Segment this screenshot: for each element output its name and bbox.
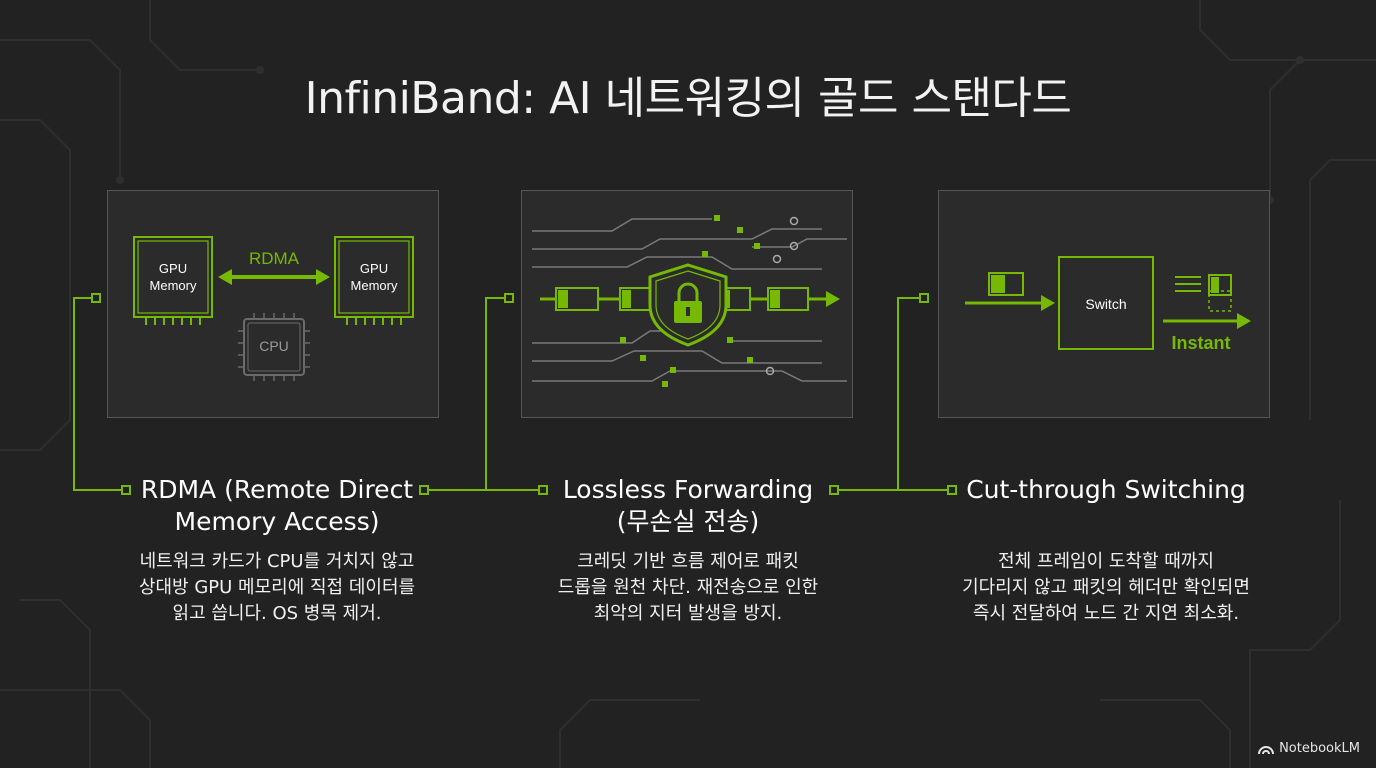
desc-line: 크레딧 기반 흐름 제어로 패킷: [577, 551, 799, 572]
notebooklm-watermark: NotebookLM: [1258, 741, 1360, 756]
feature-desc-cut-through: 전체 프레임이 도착할 때까지 기다리지 않고 패킷의 헤더만 확인되면 즉시 …: [916, 549, 1296, 627]
feature-desc-lossless: 크레딧 기반 흐름 제어로 패킷 드롭을 원천 차단. 재전송으로 인한 최악의…: [498, 549, 878, 627]
packet-icon: [767, 287, 809, 311]
brand-name: NotebookLM: [1279, 741, 1360, 756]
desc-line: 드롭을 원천 차단. 재전송으로 인한: [557, 577, 819, 598]
gpu-memory-left-chip: GPU Memory: [133, 236, 213, 325]
rdma-arrow-label: RDMA: [249, 249, 300, 268]
page-title: InfiniBand: AI 네트워킹의 골드 스탠다드: [304, 73, 1072, 124]
feature-title-line: Memory Access): [174, 507, 380, 536]
feature-title-lossless: Lossless Forwarding (무손실 전송): [478, 474, 898, 538]
notebooklm-logo-icon: [1258, 745, 1275, 754]
feature-title-cut-through: Cut-through Switching: [896, 474, 1316, 506]
switch-label: Switch: [1085, 296, 1126, 312]
switch-box: Switch: [1058, 256, 1154, 350]
circuit-traces: [532, 218, 847, 382]
desc-line: 네트워크 카드가 CPU를 거치지 않고: [139, 551, 415, 572]
shield-lock-icon: [648, 263, 728, 347]
desc-line: 최악의 지터 발생을 방지.: [593, 603, 783, 624]
desc-line: 상대방 GPU 메모리에 직접 데이터를: [138, 577, 416, 598]
feature-title-line: Cut-through Switching: [966, 475, 1246, 504]
gpu-right-line2: Memory: [351, 278, 398, 293]
gpu-memory-right-chip: GPU Memory: [334, 236, 414, 325]
rdma-double-arrow-icon: [218, 269, 330, 285]
rdma-diagram-panel: GPU Memory GPU Memory RDMA: [107, 190, 439, 418]
lossless-diagram-panel: [521, 190, 853, 418]
desc-line: 읽고 씁니다. OS 병목 제거.: [172, 603, 382, 624]
circuit-nodes: [620, 215, 760, 387]
gpu-left-line2: Memory: [150, 278, 197, 293]
cpu-chip-icon: CPU: [238, 313, 310, 381]
feature-title-line: (무손실 전송): [616, 507, 760, 536]
packet-icon: [555, 287, 599, 311]
feature-title-line: Lossless Forwarding: [562, 475, 814, 504]
desc-line: 즉시 전달하여 노드 간 지연 최소화.: [972, 603, 1240, 624]
desc-line: 기다리지 않고 패킷의 헤더만 확인되면: [962, 577, 1250, 598]
gpu-right-line1: GPU: [360, 261, 388, 276]
feature-title-line: RDMA (Remote Direct: [140, 475, 414, 504]
gpu-left-line1: GPU: [159, 261, 187, 276]
cpu-label: CPU: [259, 338, 289, 354]
feature-desc-rdma: 네트워크 카드가 CPU를 거치지 않고 상대방 GPU 메모리에 직접 데이터…: [87, 549, 467, 627]
desc-line: 전체 프레임이 도착할 때까지: [998, 551, 1214, 572]
incoming-packet-arrow: [965, 272, 1055, 311]
feature-title-rdma: RDMA (Remote Direct Memory Access): [67, 474, 487, 538]
outgoing-packet-arrow: [1163, 274, 1251, 329]
instant-label: Instant: [1171, 333, 1230, 353]
cut-through-diagram-panel: Switch Instant: [938, 190, 1270, 418]
